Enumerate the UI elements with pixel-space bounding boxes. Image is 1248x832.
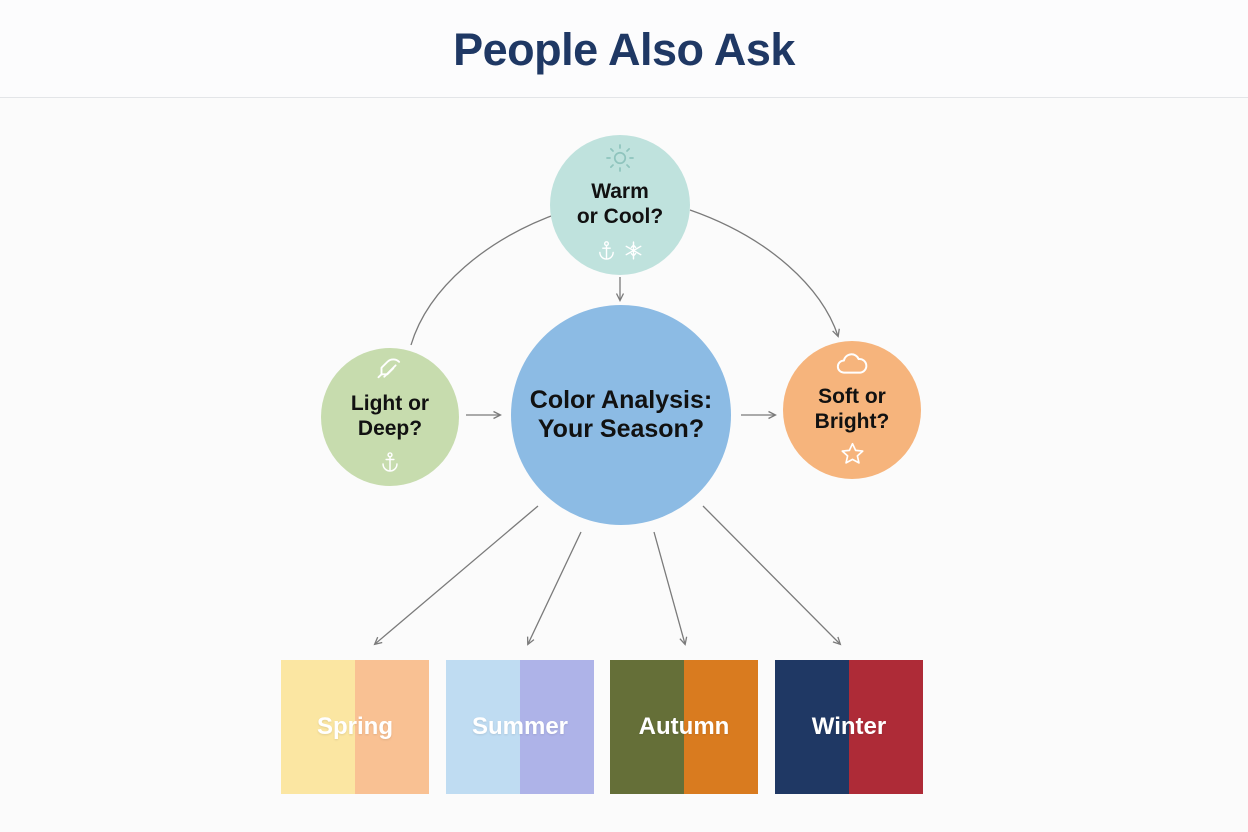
node-label: Soft or Bright? xyxy=(814,385,890,433)
connector-top-to-left xyxy=(410,211,563,346)
star-icon xyxy=(840,441,865,471)
sun-icon xyxy=(550,143,690,173)
color-analysis-diagram: Warm or Cool? xyxy=(0,98,1248,832)
node-label: Warm or Cool? xyxy=(576,180,664,228)
season-swatch[interactable]: Autumn xyxy=(610,660,758,794)
swatch-color-b xyxy=(684,660,758,794)
season-swatches: Spring Summer Autumn Winter xyxy=(0,660,1248,794)
season-label: Summer xyxy=(471,713,569,740)
node-light-or-deep[interactable]: Light or Deep? xyxy=(321,348,459,486)
page-header: People Also Ask xyxy=(0,0,1248,98)
feather-icon xyxy=(321,356,459,386)
node-color-analysis-center[interactable]: Color Analysis: Your Season? xyxy=(511,305,731,525)
swatch-color-a xyxy=(775,660,849,794)
cloud-icon xyxy=(783,351,921,377)
node-bottom-icons xyxy=(783,441,921,471)
connector-top-to-right xyxy=(689,209,840,338)
season-swatch[interactable]: Winter xyxy=(775,660,923,794)
node-label: Color Analysis: Your Season? xyxy=(529,385,713,443)
node-bottom-icons xyxy=(550,240,690,266)
season-label: Autumn xyxy=(638,713,730,740)
node-soft-or-bright[interactable]: Soft or Bright? xyxy=(783,341,921,479)
season-swatch[interactable]: Summer xyxy=(446,660,594,794)
swatch-color-a xyxy=(610,660,684,794)
swatch-color-b xyxy=(355,660,429,794)
connector-center-to-season-2 xyxy=(653,531,688,646)
anchor-icon xyxy=(596,240,617,266)
node-warm-or-cool[interactable]: Warm or Cool? xyxy=(550,135,690,275)
node-bottom-icons xyxy=(321,451,459,478)
connector-center-to-season-3 xyxy=(702,505,842,646)
connector-center-to-season-1 xyxy=(526,531,582,646)
swatch-color-b xyxy=(520,660,594,794)
connector-center-to-season-0 xyxy=(373,505,539,646)
season-label: Winter xyxy=(811,713,887,740)
page-title: People Also Ask xyxy=(453,24,795,75)
anchor-icon xyxy=(379,451,401,478)
season-label: Spring xyxy=(317,713,393,740)
node-label: Light or Deep? xyxy=(350,392,430,440)
snowflake-icon xyxy=(623,240,644,266)
swatch-color-a xyxy=(281,660,355,794)
swatch-color-a xyxy=(446,660,520,794)
swatch-color-b xyxy=(849,660,923,794)
season-swatch[interactable]: Spring xyxy=(281,660,429,794)
